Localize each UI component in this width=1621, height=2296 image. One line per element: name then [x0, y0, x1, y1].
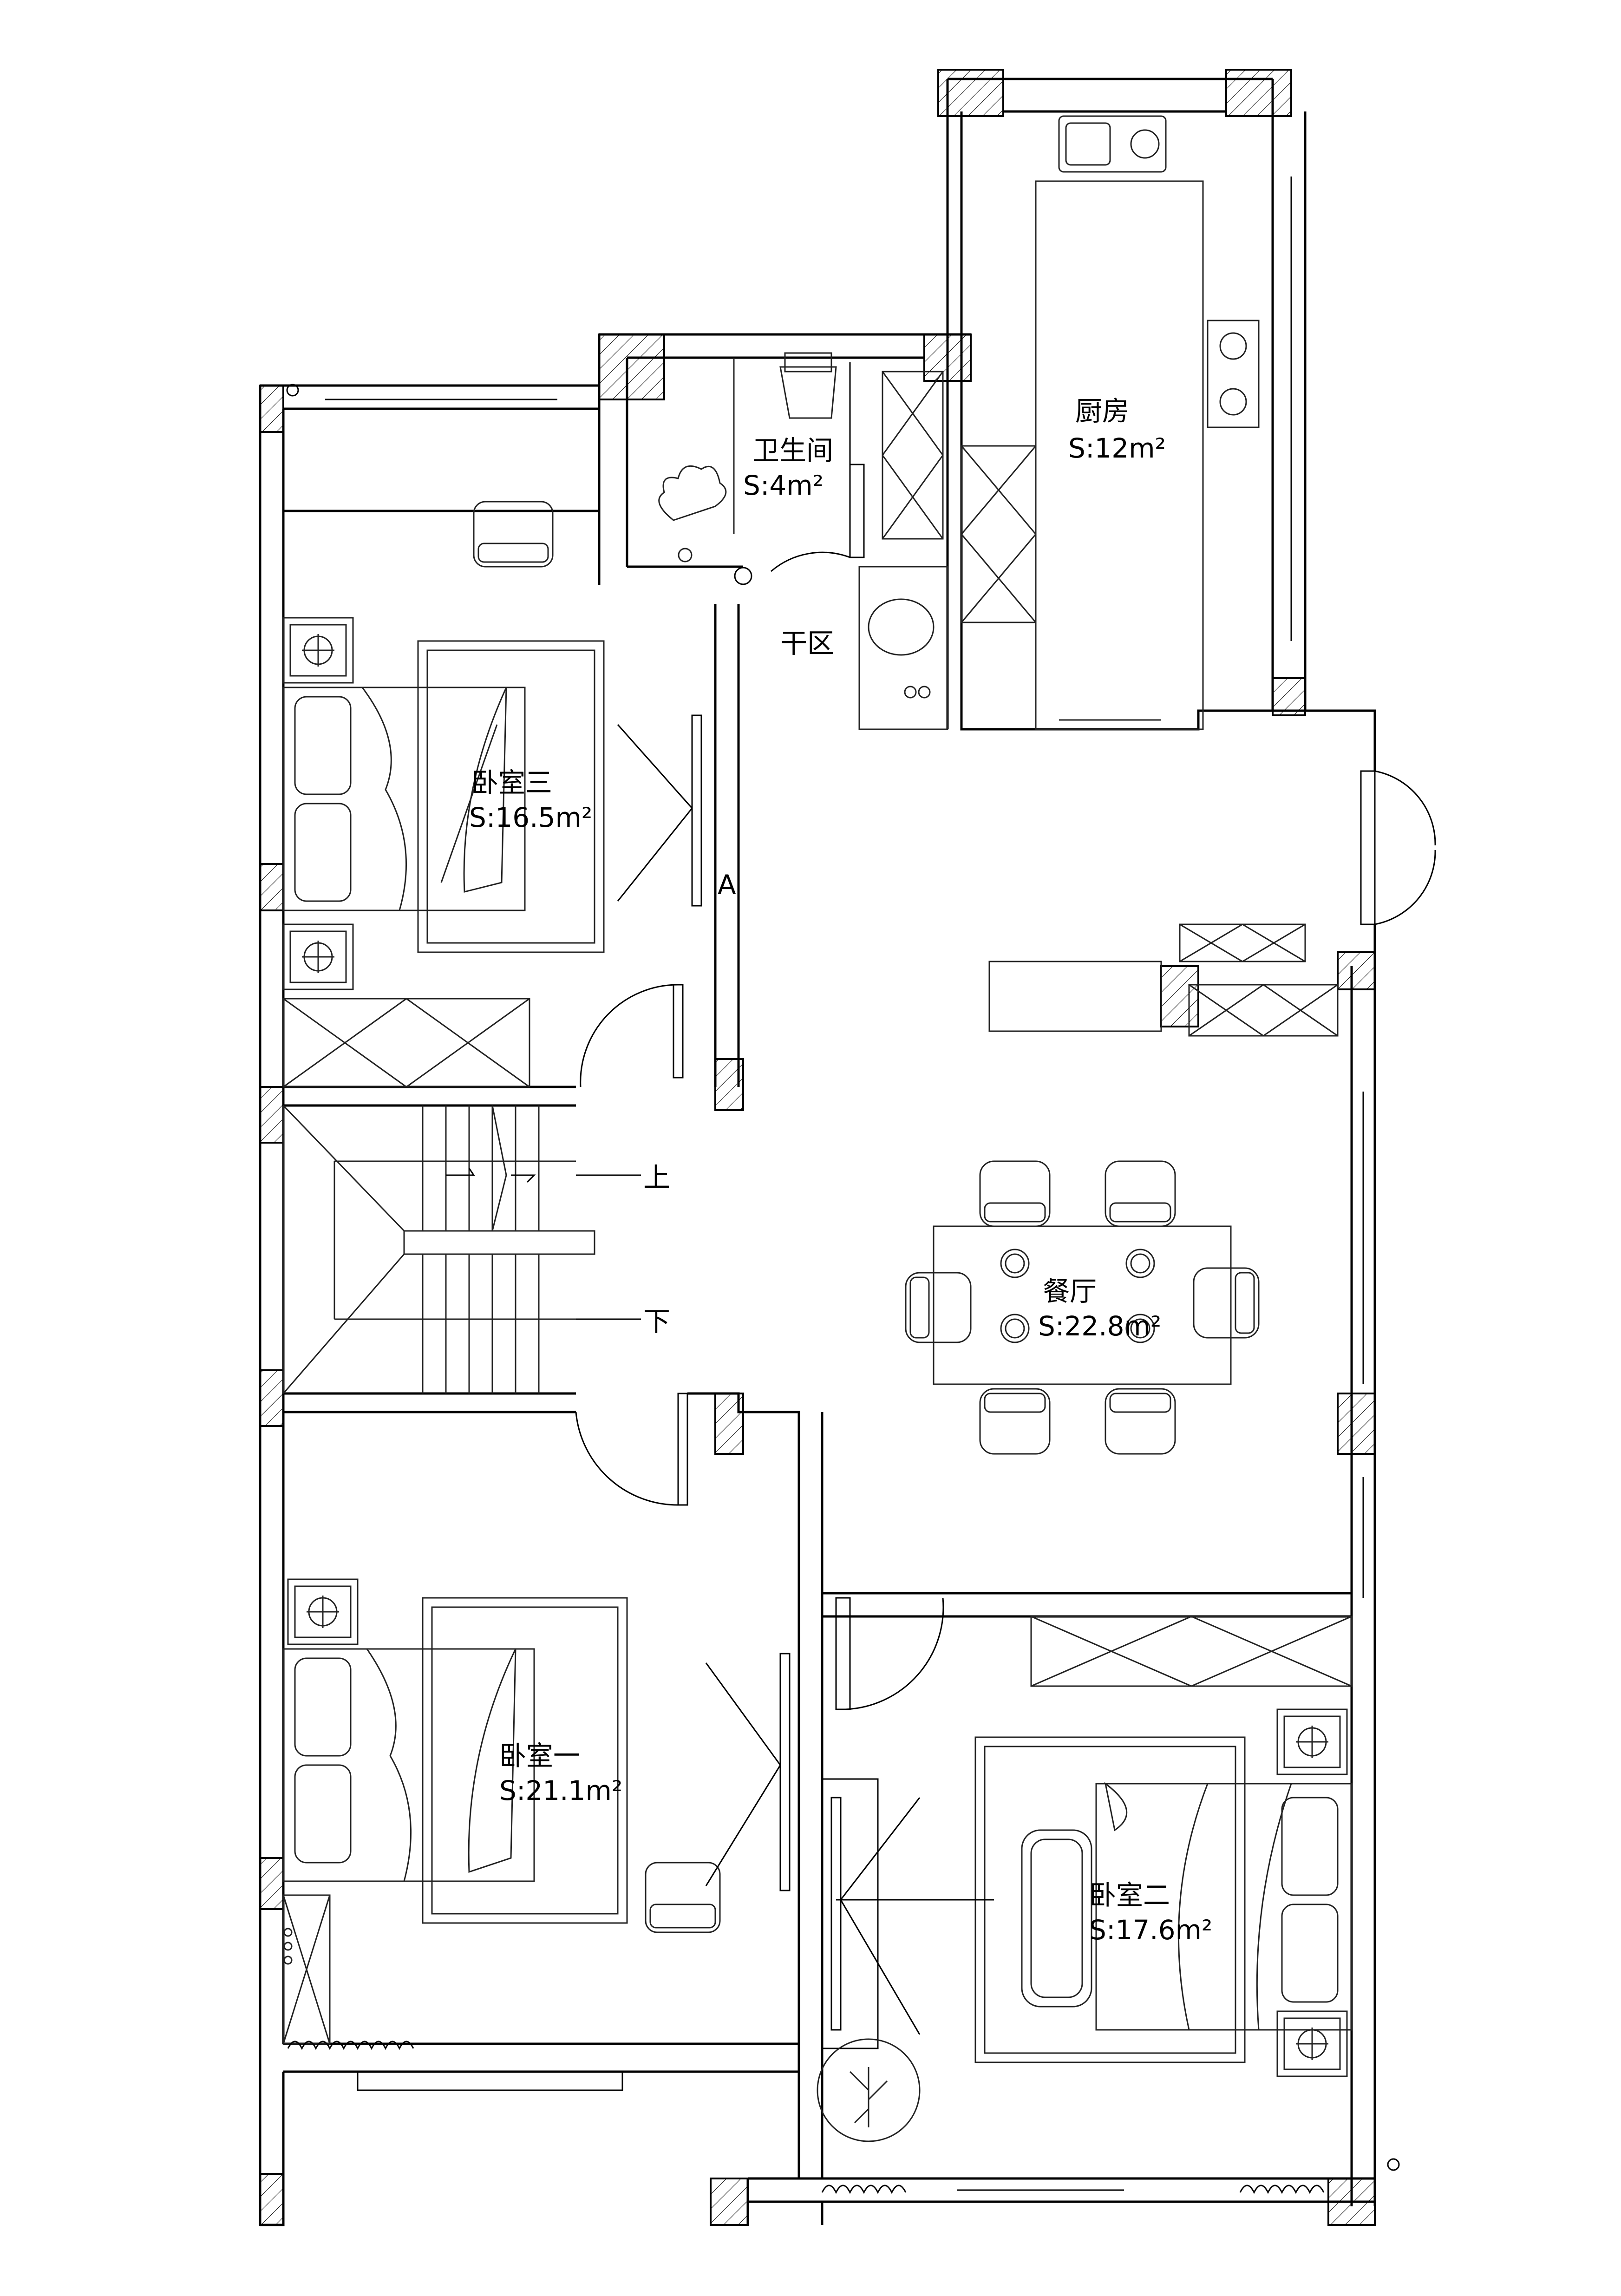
dry-zone-name: 干区 [780, 628, 834, 659]
bathroom-area: S:4m² [743, 470, 824, 501]
kitchen-area: S:12m² [1068, 432, 1166, 464]
bedroom1-area: S:21.1m² [499, 1775, 622, 1806]
vanity [858, 566, 948, 730]
dining-furniture [905, 923, 1339, 1455]
dining-area: S:22.8m² [1038, 1310, 1161, 1342]
bedroom2-name: 卧室二 [1089, 1879, 1170, 1911]
bedroom1-furniture [282, 1578, 1353, 2050]
kitchen-sink [1058, 115, 1167, 173]
dining-table [933, 1225, 1232, 1385]
bedroom2-furniture [817, 1597, 1353, 2194]
bedroom3-furniture [282, 501, 702, 1088]
stairs-up-label: 上 [643, 1162, 670, 1193]
bedroom3-area: S:16.5m² [469, 802, 592, 833]
bedroom1-name: 卧室一 [499, 1740, 580, 1772]
room-labels: 厨房 S:12m² 卫生间 S:4m² 干区 卧室三 S:16.5m² A 餐厅… [469, 395, 1212, 1946]
dining-name: 餐厅 [1043, 1276, 1097, 1307]
kitchen-fixtures [961, 115, 1260, 730]
bed [282, 687, 526, 911]
bedroom3-name: 卧室三 [471, 767, 552, 798]
stairs-down-label: 下 [643, 1306, 670, 1337]
staircase: 上 下 [282, 1105, 688, 1506]
bathroom-fixtures [658, 352, 948, 730]
toilet [779, 366, 837, 419]
marker-a: A [718, 869, 736, 901]
gas-stove [1207, 320, 1260, 428]
bed [1095, 1783, 1353, 2031]
bedroom2-area: S:17.6m² [1089, 1914, 1212, 1946]
bathroom-name: 卫生间 [752, 435, 833, 466]
kitchen-name: 厨房 [1075, 395, 1129, 427]
bed [282, 1648, 535, 1882]
